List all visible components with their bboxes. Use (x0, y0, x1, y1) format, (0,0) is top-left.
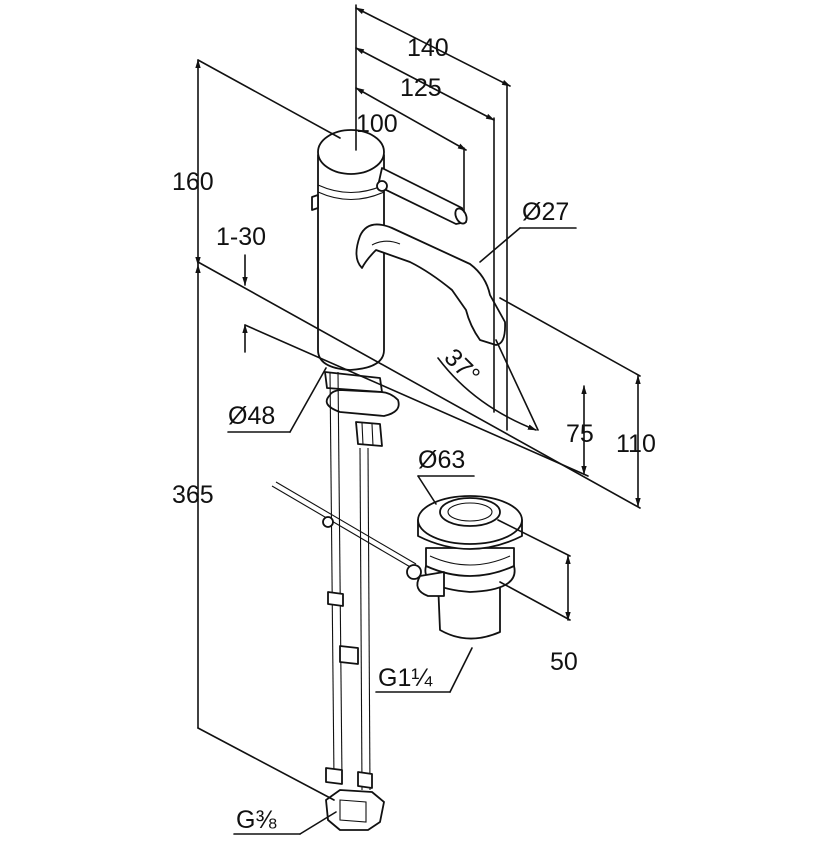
dim-1-30-label: 1-30 (216, 223, 266, 251)
drain-waste-fitting (416, 495, 523, 640)
dimension-lines (195, 4, 641, 835)
dim-50-label: 50 (550, 648, 578, 676)
dim-75-label: 75 (566, 420, 594, 448)
faucet-side-button (311, 194, 319, 211)
spout (355, 223, 506, 346)
dim-diameter-63-label: Ø63 (418, 446, 465, 474)
dim-100-label: 100 (356, 110, 398, 138)
supply-hoses (325, 371, 385, 831)
dim-160-label: 160 (172, 168, 214, 196)
dim-140-label: 140 (407, 34, 449, 62)
dim-110-label: 110 (616, 430, 656, 458)
mounting-nut (355, 421, 383, 447)
dim-365-label: 365 (172, 481, 214, 509)
thread-g1-1-4-label: G1¼ (378, 664, 433, 692)
dim-angle-37-label: 37° (439, 343, 486, 390)
dimension-labels: 140 125 100 160 1-30 Ø27 37° Ø48 75 110 … (172, 34, 656, 834)
popup-rod (271, 481, 422, 580)
drain-plug (439, 497, 501, 527)
dim-diameter-27-label: Ø27 (522, 198, 569, 226)
lever-handle (376, 167, 468, 225)
dim-diameter-48-label: Ø48 (228, 402, 275, 430)
thread-g3-8-label: G⅜ (236, 806, 276, 834)
faucet-body (311, 129, 385, 371)
mounting-hardware (324, 371, 400, 447)
hose-connector-nut (325, 789, 385, 831)
dim-125-label: 125 (400, 74, 442, 102)
